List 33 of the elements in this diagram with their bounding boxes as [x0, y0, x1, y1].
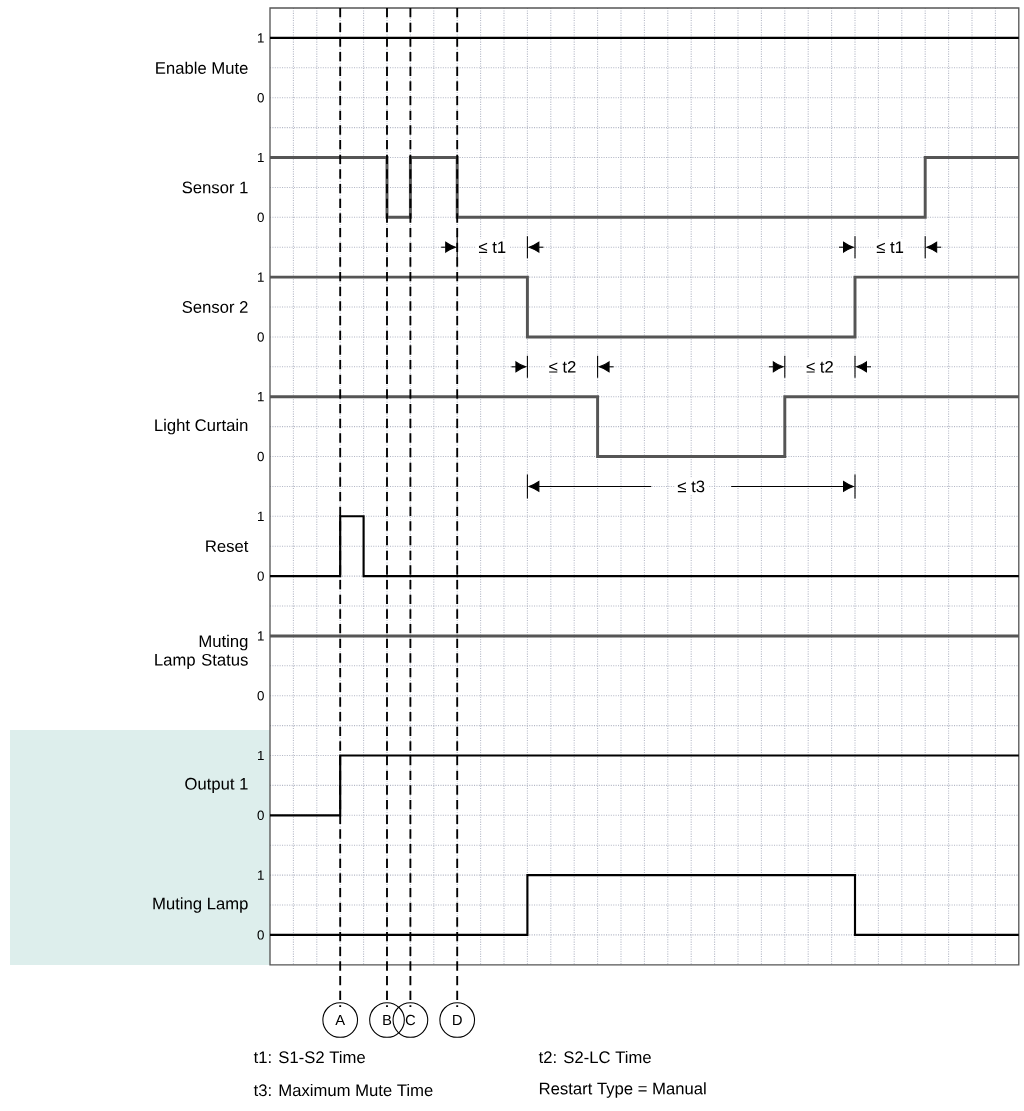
footnote: t3: Maximum Mute Time	[253, 1083, 433, 1097]
level-label: 0	[257, 930, 264, 940]
signal-name: Output 1	[185, 777, 248, 793]
level-label: 0	[257, 691, 264, 701]
dimension-label: ≤ t2	[803, 358, 837, 376]
footnote: t1: S1-S2 Time	[253, 1050, 365, 1064]
signal-name: Muting Lamp	[153, 897, 248, 913]
level-label: 1	[258, 272, 264, 282]
level-label: 0	[257, 810, 264, 820]
level-label: 1	[258, 511, 264, 521]
level-label: 1	[258, 870, 264, 880]
signal-name: Enable Mute	[156, 61, 248, 74]
footnote: Restart Type = Manual	[539, 1082, 706, 1098]
level-label: 0	[257, 212, 264, 223]
signal-name: Sensor 2	[182, 301, 248, 313]
signal-name: Muting Lamp Status	[155, 634, 248, 669]
dimension-label: ≤ t1	[873, 238, 907, 256]
dimension-label: ≤ t2	[546, 358, 579, 376]
level-label: 1	[258, 631, 264, 641]
level-label: 1	[258, 392, 264, 402]
dimension-label: ≤ t3	[674, 477, 708, 495]
signal-name: Sensor 1	[182, 181, 248, 194]
dimension-label: ≤ t1	[475, 238, 509, 256]
level-label: 0	[257, 332, 264, 342]
level-label: 1	[258, 750, 264, 761]
level-label: 0	[257, 571, 264, 581]
level-label: 1	[258, 33, 264, 43]
level-label: 0	[257, 451, 264, 462]
level-label: 1	[258, 152, 264, 163]
signal-name: Reset	[206, 540, 249, 553]
signal-name: Light Curtain	[155, 418, 248, 435]
level-label: 0	[257, 93, 264, 103]
footnote: t2: S2-LC Time	[538, 1050, 651, 1064]
